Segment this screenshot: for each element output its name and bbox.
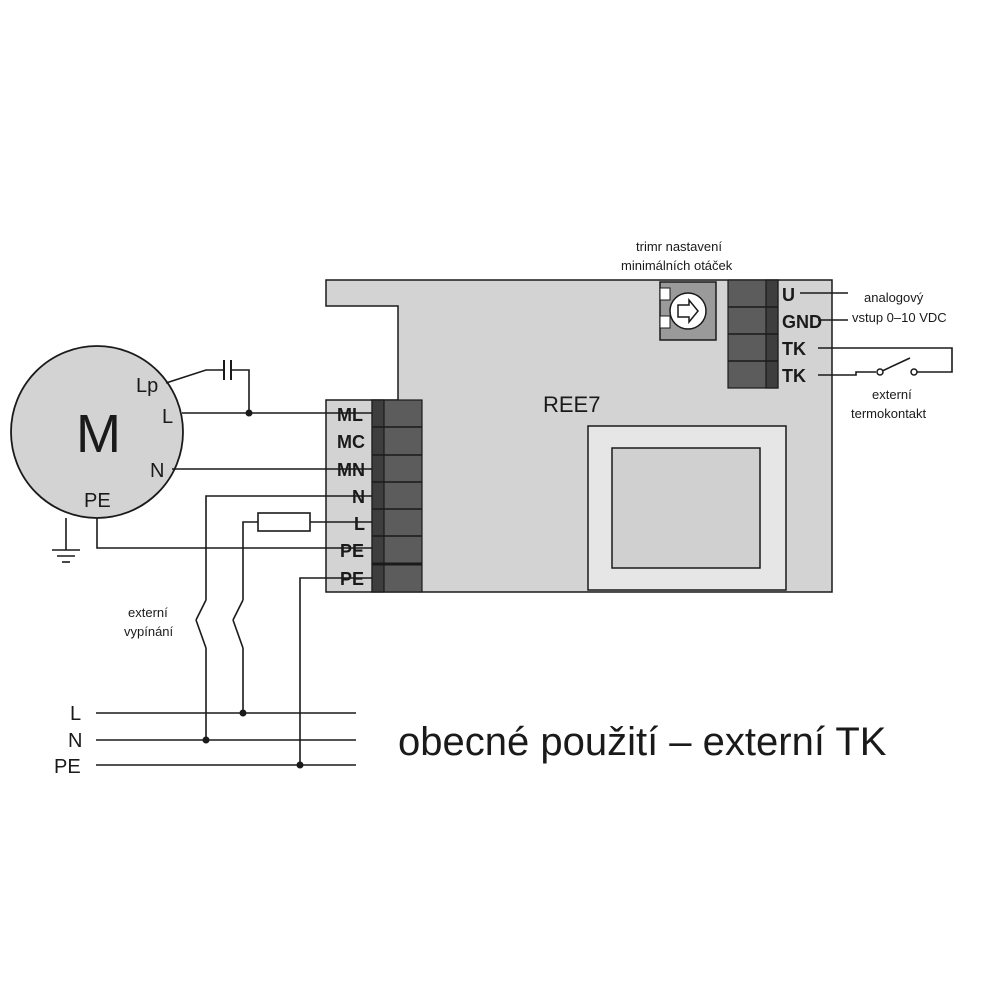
terminal-ml: ML — [337, 405, 363, 425]
terminal-tk-1: TK — [782, 339, 806, 359]
transformer — [587, 425, 787, 591]
thermocontact-label-line1: externí — [872, 387, 912, 402]
external-switch — [195, 599, 244, 740]
motor-terminal-l: L — [162, 406, 173, 428]
fuse-icon — [257, 512, 311, 532]
mains-label-l: L — [70, 703, 81, 725]
diagram-caption: obecné použití – externí TK — [398, 720, 887, 764]
terminal-mc: MC — [337, 432, 365, 452]
motor-symbol: M — [76, 404, 121, 464]
thermocontact-label-line2: termokontakt — [851, 406, 927, 421]
motor-terminal-lp: Lp — [136, 375, 158, 397]
capacitor-icon — [165, 360, 250, 413]
wire-n — [205, 495, 372, 600]
left-terminal-block — [371, 399, 423, 593]
mains-label-n: N — [68, 730, 82, 752]
terminal-pe-2: PE — [340, 569, 364, 589]
motor-terminal-pe: PE — [84, 490, 111, 512]
trimmer-label-line1: trimr nastavení — [636, 239, 722, 254]
mains-label-pe: PE — [54, 756, 81, 778]
analog-label-line2: vstup 0–10 VDC — [852, 310, 947, 325]
terminal-n: N — [352, 487, 365, 507]
terminal-tk-2: TK — [782, 366, 806, 386]
ground-icon — [52, 518, 80, 563]
switch-label-line2: vypínání — [124, 624, 174, 639]
wire-motor-pe — [96, 518, 372, 549]
wire-l — [242, 521, 258, 600]
trimmer-potentiometer — [659, 281, 717, 341]
trimmer-arrow-icon — [677, 297, 699, 325]
trimmer-label-line2: minimálních otáček — [621, 258, 733, 273]
terminal-l: L — [354, 514, 365, 534]
motor-terminal-n: N — [150, 460, 164, 482]
terminal-gnd: GND — [782, 312, 822, 332]
terminal-mn: MN — [337, 460, 365, 480]
analog-label-line1: analogový — [864, 290, 924, 305]
device-name: REE7 — [543, 392, 600, 417]
terminal-pe-1: PE — [340, 541, 364, 561]
switch-label-line1: externí — [128, 605, 168, 620]
terminal-u: U — [782, 285, 795, 305]
right-terminal-block — [727, 279, 779, 389]
wire-pe — [299, 577, 372, 765]
external-thermocontact — [818, 347, 953, 376]
